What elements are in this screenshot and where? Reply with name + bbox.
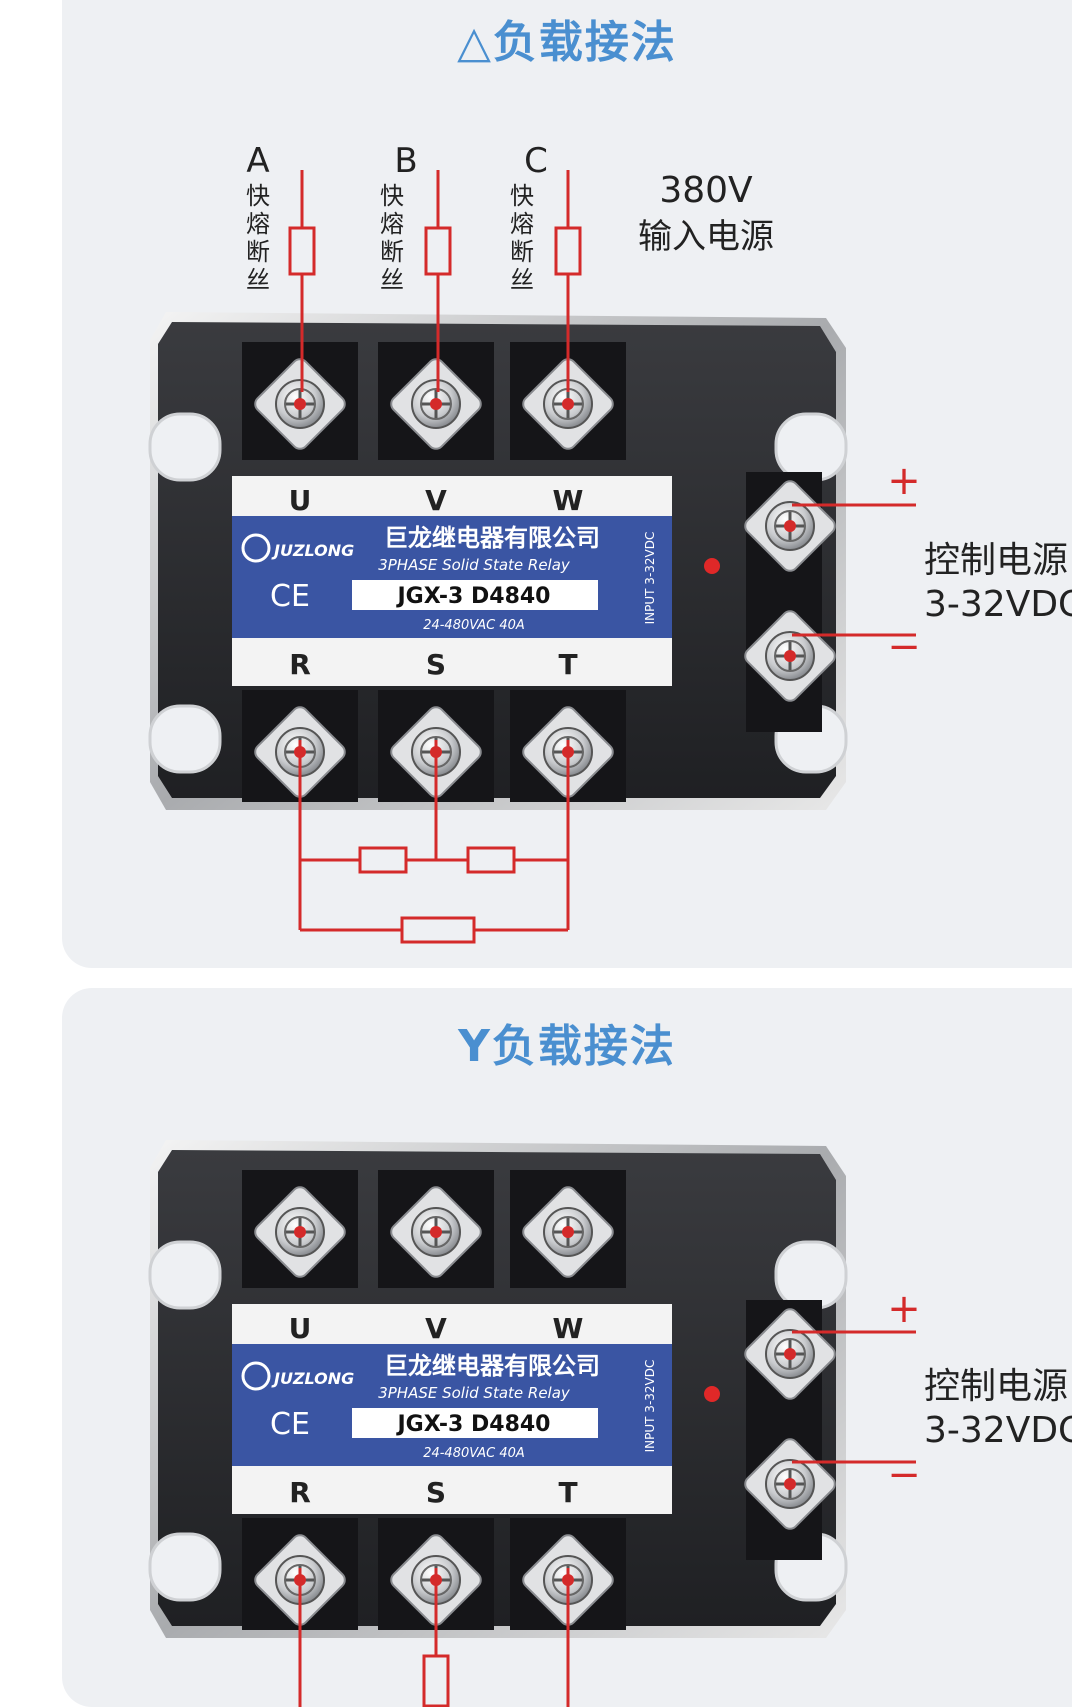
brand-logo-text: JUZLONG — [271, 541, 354, 560]
input-voltage: 380V — [659, 170, 753, 211]
terminal-label-bottom: S — [426, 1476, 446, 1509]
input-power-label: 输入电源 — [638, 217, 774, 257]
terminal-label-bottom: R — [289, 1476, 311, 1509]
relay-body: U R V S W T JUZLONG CE 巨龙继电器有限公司 3PHASE Solid Sta… — [148, 1140, 848, 1638]
phase-letter-b: B — [394, 141, 417, 181]
label-blue-band — [232, 1344, 672, 1466]
company-name: 巨龙继电器有限公司 — [384, 1352, 600, 1380]
fuse-label-char: 丝 — [246, 266, 270, 294]
phase-labels: A B C — [246, 141, 548, 181]
terminal-label-bottom: S — [426, 648, 446, 681]
fuse-label-char: 熔 — [246, 210, 270, 238]
fuse-label-char: 快 — [246, 182, 270, 210]
brand-logo-icon — [241, 1361, 271, 1391]
input-side-label: INPUT 3-32VDC — [643, 532, 657, 625]
status-led — [704, 558, 720, 574]
y-load-wiring — [298, 1568, 570, 1707]
control-wiring-y: + − 控制电源 3-32VDC — [792, 1286, 1072, 1498]
model-number: JGX-3 D4840 — [395, 584, 550, 609]
terminal-label-top: U — [289, 484, 312, 517]
mounting-slot — [148, 412, 222, 482]
brand-logo-icon — [241, 533, 271, 563]
terminal-label-top: V — [425, 484, 447, 517]
model-number: JGX-3 D4840 — [395, 1412, 550, 1437]
phase-letter-a: A — [246, 141, 269, 181]
terminal-label-bottom: T — [558, 648, 577, 681]
fuse-label-char: 熔 — [510, 210, 534, 238]
input-side-label: INPUT 3-32VDC — [643, 1360, 657, 1453]
control-minus-sign-y: − — [887, 1452, 921, 1498]
mounting-slot — [148, 1240, 222, 1310]
mounting-slot — [774, 1240, 848, 1310]
fuse-label-char: 丝 — [380, 266, 404, 294]
control-voltage: 3-32VDC — [924, 584, 1072, 625]
delta-load-wiring — [298, 740, 570, 944]
fuse-label-char: 快 — [510, 182, 534, 210]
control-power-label: 控制电源 — [924, 540, 1068, 581]
top-terminal-screw-icon — [390, 358, 482, 450]
label-blue-band — [232, 516, 672, 638]
terminal-label-bottom: T — [558, 1476, 577, 1509]
relay-subtitle: 3PHASE Solid State Relay — [378, 556, 571, 574]
company-name: 巨龙继电器有限公司 — [384, 524, 600, 552]
relay-label: U R V S W T JUZLONG CE 巨龙继电器有限公司 3PHASE Solid Sta… — [232, 476, 672, 686]
control-wiring-delta: + − 控制电源 3-32VDC — [792, 458, 1072, 670]
fuse-label-char: 熔 — [380, 210, 404, 238]
top-terminal-screw-icon — [522, 358, 614, 450]
top-terminal-screw-icon — [522, 1186, 614, 1278]
relay-y: U R V S W T JUZLONG CE 巨龙继电器有限公司 3PHASE Solid Sta… — [148, 1140, 848, 1638]
control-voltage-y: 3-32VDC — [924, 1410, 1072, 1451]
ce-mark: CE — [270, 579, 310, 614]
control-plus-sign-y: + — [887, 1286, 921, 1332]
top-terminal-screw-icon — [254, 1186, 346, 1278]
relay-delta: U R V S W T JUZLONG CE 巨龙继电器有限公司 3PHASE Solid Sta… — [148, 312, 848, 810]
mounting-slot — [148, 704, 222, 774]
fuse-b-icon — [424, 226, 452, 276]
ce-mark: CE — [270, 1407, 310, 1442]
terminal-label-top: W — [553, 484, 584, 517]
relay-body: U R V S W T JUZLONG CE 巨龙继电器有限公司 3PHASE Solid Sta… — [148, 312, 848, 810]
mounting-slot — [148, 1532, 222, 1602]
delta-title: △负载接法 — [457, 17, 677, 68]
y-title: Y负载接法 — [458, 1021, 676, 1072]
top-terminal-screw-icon — [390, 1186, 482, 1278]
model-box — [352, 580, 598, 610]
fuse-a-icon — [288, 226, 316, 276]
phase-letter-c: C — [524, 141, 548, 181]
fuse-label-char: 断 — [510, 238, 534, 266]
terminal-label-top: V — [425, 1312, 447, 1345]
model-box — [352, 1408, 598, 1438]
status-led — [704, 1386, 720, 1402]
terminal-label-bottom: R — [289, 648, 311, 681]
terminal-label-top: U — [289, 1312, 312, 1345]
y-load-resistor-s — [422, 1654, 450, 1707]
fuse-label-char: 断 — [380, 238, 404, 266]
load-resistor-rt — [400, 916, 476, 944]
relay-rating: 24-480VAC 40A — [423, 1446, 525, 1461]
control-power-label-y: 控制电源 — [924, 1366, 1068, 1407]
relay-label: U R V S W T JUZLONG CE 巨龙继电器有限公司 3PHASE Solid Sta… — [232, 1304, 672, 1514]
fuse-label-char: 快 — [380, 182, 404, 210]
fuse-c-icon — [554, 226, 582, 276]
terminal-label-top: W — [553, 1312, 584, 1345]
fuse-label-char: 断 — [246, 238, 270, 266]
relay-rating: 24-480VAC 40A — [423, 618, 525, 633]
control-minus-sign: − — [887, 624, 921, 670]
top-terminal-screw-icon — [254, 358, 346, 450]
fuse-label-char: 丝 — [510, 266, 534, 294]
relay-subtitle: 3PHASE Solid State Relay — [378, 1384, 571, 1402]
brand-logo-text: JUZLONG — [271, 1369, 354, 1388]
control-plus-sign: + — [887, 458, 921, 504]
input-wires — [288, 170, 582, 392]
